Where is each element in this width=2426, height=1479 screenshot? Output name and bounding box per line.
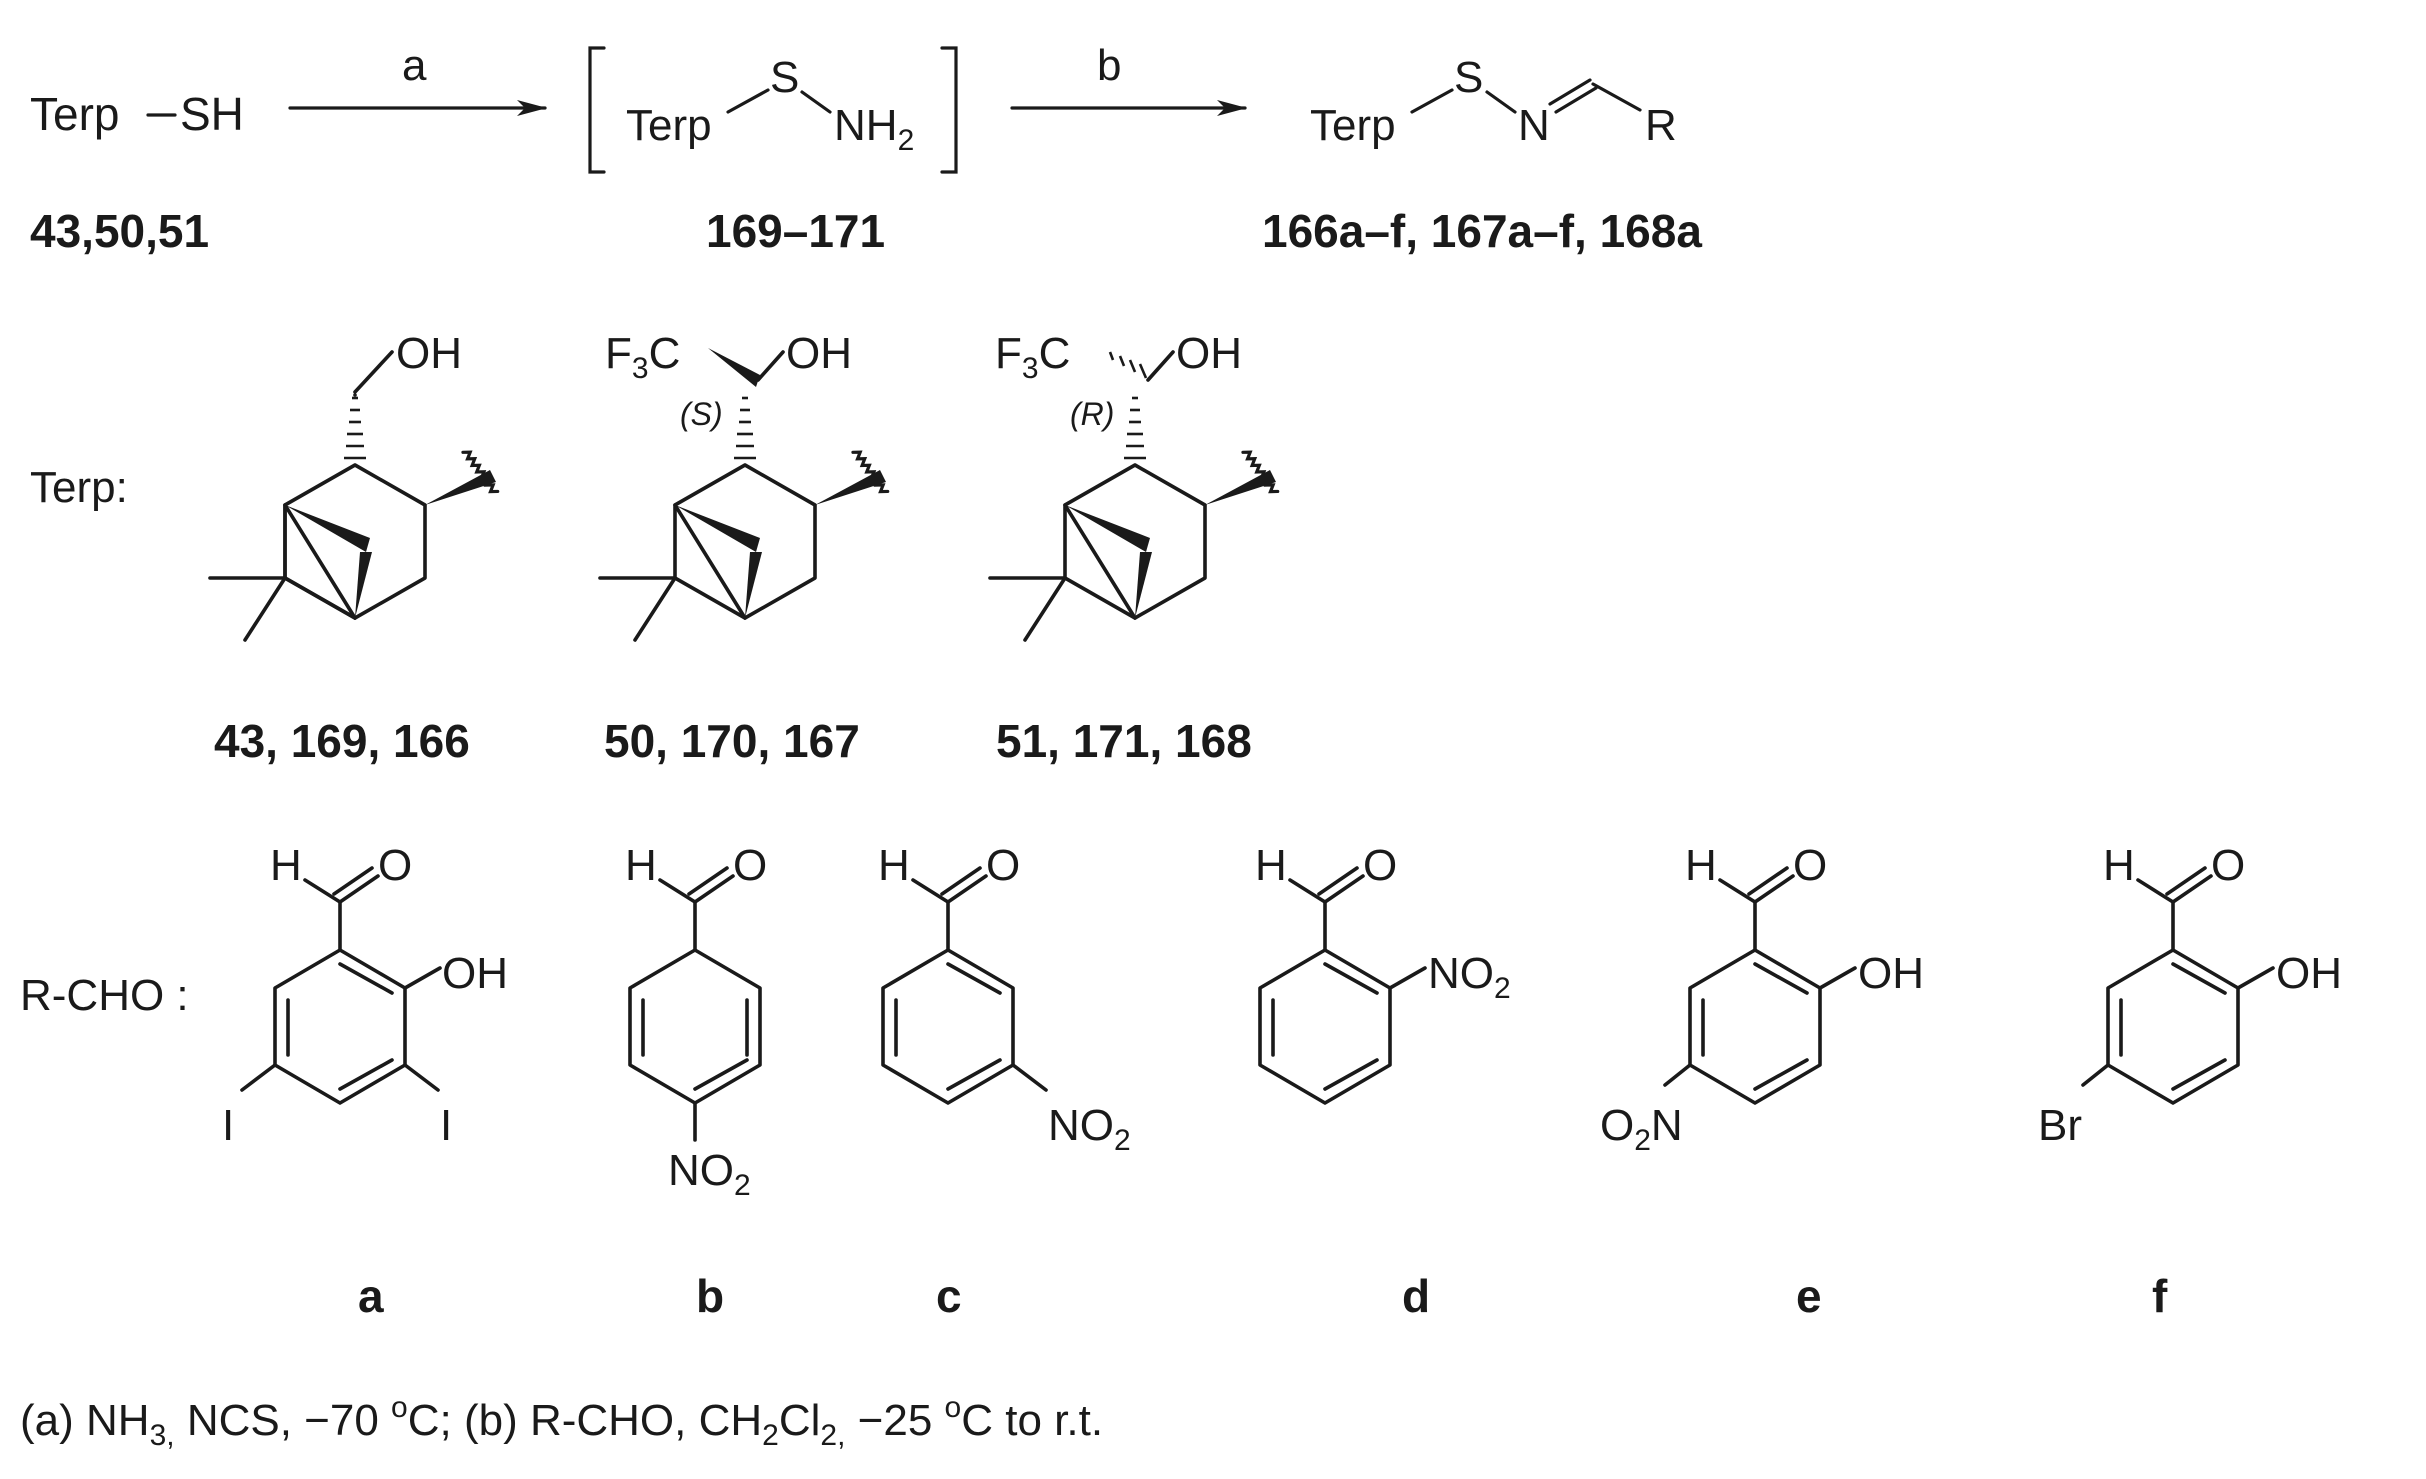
- bracket-right: [940, 46, 958, 174]
- e-oh: OH: [1858, 949, 1924, 998]
- b-letter: b: [696, 1270, 724, 1322]
- terp-structure-43: OH: [208, 329, 500, 642]
- int-bond-1: [726, 88, 770, 114]
- intermediate-nh: NH2: [834, 101, 914, 157]
- product-label: 166a–f, 167a–f, 168a: [1262, 205, 1702, 257]
- a-oh: OH: [442, 949, 508, 998]
- terp-label-2: 50, 170, 167: [604, 715, 860, 767]
- a-o: O: [378, 841, 412, 890]
- terp-b-f3c: F3C: [605, 329, 680, 385]
- terp-a-oh: OH: [396, 329, 462, 378]
- hashed-bond: [1108, 351, 1148, 379]
- terp-b-oh: OH: [786, 329, 852, 378]
- f-oh: OH: [2276, 949, 2342, 998]
- d-letter: d: [1402, 1270, 1430, 1322]
- terp-label-1: 43, 169, 166: [214, 715, 470, 767]
- b-h: H: [625, 841, 657, 890]
- product-s: S: [1454, 53, 1483, 102]
- arrow-a-label: a: [402, 41, 427, 90]
- aldehyde-e: H O OH O2N e: [1600, 841, 1924, 1322]
- prod-bond-3: [1591, 82, 1642, 112]
- f-br: Br: [2038, 1101, 2082, 1150]
- e-o: O: [1793, 841, 1827, 890]
- reactant-sh: SH: [180, 88, 244, 140]
- reactant-terp: Terp: [30, 88, 119, 140]
- hashed-bond: [344, 396, 366, 460]
- terp-c-f3c: F3C: [995, 329, 1070, 385]
- aldehyde-c: H O NO2 c: [878, 841, 1131, 1322]
- f-o: O: [2211, 841, 2245, 890]
- f-letter: f: [2152, 1270, 2168, 1322]
- aldehyde-b: H O NO2 b: [625, 841, 767, 1322]
- c-letter: c: [936, 1270, 962, 1322]
- prod-bond-1: [1410, 88, 1454, 114]
- d-h: H: [1255, 841, 1287, 890]
- terp-c-oh: OH: [1176, 329, 1242, 378]
- reactant-label: 43,50,51: [30, 205, 209, 257]
- bracket-left: [588, 46, 606, 174]
- a-i-2: I: [440, 1101, 452, 1150]
- prod-bond-2: [1485, 90, 1517, 114]
- prod-double-1: [1548, 78, 1592, 106]
- prod-double-2: [1554, 86, 1598, 114]
- b-o: O: [733, 841, 767, 890]
- arrow-b-label: b: [1097, 41, 1121, 90]
- terp-c-stereo: (R): [1070, 396, 1114, 432]
- hashed-bond: [1124, 396, 1146, 460]
- c-o: O: [986, 841, 1020, 890]
- a-letter: a: [358, 1270, 384, 1322]
- a-i-1: I: [222, 1101, 234, 1150]
- c-h: H: [878, 841, 910, 890]
- b-no2: NO2: [668, 1146, 751, 1202]
- aldehyde-a: H O OH I I a: [222, 841, 508, 1322]
- aldehyde-f: H O OH Br f: [2038, 841, 2342, 1322]
- c-no2: NO2: [1048, 1101, 1131, 1157]
- product-n: N: [1518, 101, 1550, 150]
- terp-structure-50: F3C OH (S): [598, 329, 890, 642]
- d-o: O: [1363, 841, 1397, 890]
- e-h: H: [1685, 841, 1717, 890]
- int-bond-2: [800, 90, 832, 114]
- terp-title: Terp:: [30, 463, 128, 512]
- aldehydes-title: R-CHO :: [20, 971, 189, 1020]
- intermediate-s: S: [770, 53, 799, 102]
- d-no2: NO2: [1428, 949, 1511, 1005]
- e-letter: e: [1796, 1270, 1822, 1322]
- hashed-bond: [734, 396, 756, 460]
- conditions-footnote: (a) NH3, NCS, −70 oC; (b) R-CHO, CH2Cl2,…: [20, 1391, 1103, 1452]
- row-reaction: Terp SH 43,50,51 a Terp S NH2 169–171 b …: [30, 41, 1702, 257]
- intermediate-label: 169–171: [706, 205, 885, 257]
- intermediate-terp: Terp: [626, 101, 712, 150]
- e-no2: O2N: [1600, 1101, 1683, 1157]
- product-terp: Terp: [1310, 101, 1396, 150]
- terp-b-stereo: (S): [680, 396, 723, 432]
- f-h: H: [2103, 841, 2135, 890]
- terp-label-3: 51, 171, 168: [996, 715, 1252, 767]
- aldehyde-d: H O NO2 d: [1255, 841, 1511, 1322]
- a-h: H: [270, 841, 302, 890]
- product-r: R: [1645, 101, 1677, 150]
- terp-structure-51: F3C OH (R): [988, 329, 1280, 642]
